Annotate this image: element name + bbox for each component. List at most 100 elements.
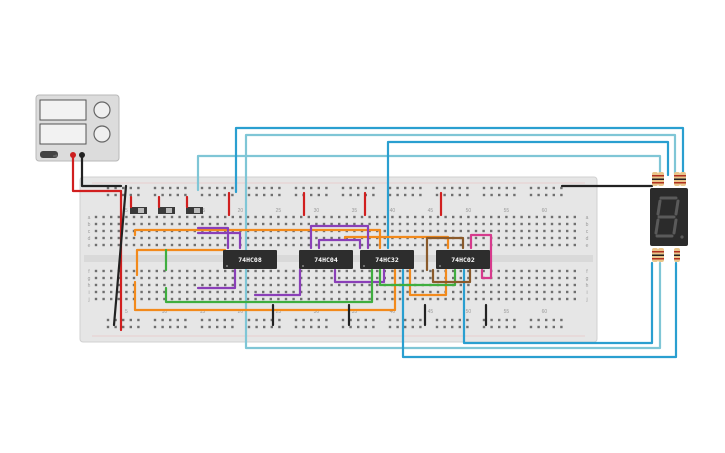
breadboard-hole[interactable] [560, 325, 563, 329]
breadboard-hole[interactable] [201, 222, 204, 226]
breadboard-hole[interactable] [376, 283, 379, 287]
breadboard-hole[interactable] [550, 283, 554, 287]
breadboard-hole[interactable] [110, 269, 113, 273]
breadboard-hole[interactable] [398, 243, 402, 247]
breadboard-hole[interactable] [129, 318, 132, 322]
breadboard-hole[interactable] [512, 229, 516, 233]
breadboard-hole[interactable] [184, 318, 187, 322]
breadboard-hole[interactable] [140, 215, 143, 219]
breadboard-hole[interactable] [200, 186, 204, 190]
breadboard-hole[interactable] [376, 276, 379, 280]
breadboard-hole[interactable] [528, 290, 531, 294]
breadboard-hole[interactable] [178, 269, 181, 273]
breadboard-hole[interactable] [421, 229, 424, 233]
breadboard-hole[interactable] [284, 269, 288, 273]
breadboard-hole[interactable] [216, 215, 219, 219]
breadboard-hole[interactable] [208, 243, 212, 247]
breadboard-hole[interactable] [543, 269, 546, 273]
breadboard-hole[interactable] [490, 193, 493, 197]
breadboard-hole[interactable] [368, 283, 371, 287]
breadboard-hole[interactable] [357, 325, 360, 329]
breadboard-hole[interactable] [155, 290, 158, 294]
breadboard-hole[interactable] [277, 236, 280, 240]
breadboard-hole[interactable] [224, 290, 227, 294]
breadboard-hole[interactable] [262, 236, 265, 240]
breadboard-hole[interactable] [436, 243, 440, 247]
chip-74hc02[interactable]: 74HC02 [436, 250, 490, 269]
breadboard-hole[interactable] [155, 236, 158, 240]
breadboard-hole[interactable] [474, 222, 478, 226]
breadboard-hole[interactable] [436, 222, 440, 226]
breadboard-hole[interactable] [193, 243, 196, 247]
breadboard-hole[interactable] [278, 193, 281, 197]
breadboard-hole[interactable] [421, 243, 424, 247]
breadboard-hole[interactable] [231, 193, 234, 197]
breadboard-hole[interactable] [310, 193, 313, 197]
breadboard-hole[interactable] [178, 222, 181, 226]
breadboard-hole[interactable] [543, 276, 546, 280]
breadboard-hole[interactable] [110, 215, 113, 219]
breadboard-hole[interactable] [269, 236, 272, 240]
breadboard-hole[interactable] [178, 236, 181, 240]
breadboard-hole[interactable] [193, 215, 196, 219]
breadboard-hole[interactable] [429, 243, 432, 247]
wire-purple-2[interactable] [196, 268, 237, 290]
breadboard-hole[interactable] [391, 297, 394, 301]
breadboard-hole[interactable] [368, 276, 371, 280]
breadboard-hole[interactable] [467, 269, 470, 273]
breadboard-hole[interactable] [391, 222, 394, 226]
breadboard-hole[interactable] [163, 269, 166, 273]
breadboard-hole[interactable] [269, 290, 272, 294]
breadboard-hole[interactable] [550, 243, 554, 247]
wire-green-3[interactable] [378, 268, 457, 287]
breadboard-hole[interactable] [535, 215, 538, 219]
breadboard-hole[interactable] [330, 243, 333, 247]
breadboard-hole[interactable] [137, 325, 140, 329]
breadboard-hole[interactable] [558, 215, 561, 219]
breadboard-hole[interactable] [451, 186, 454, 190]
breadboard-hole[interactable] [451, 325, 454, 329]
breadboard-hole[interactable] [558, 236, 561, 240]
breadboard-hole[interactable] [170, 243, 174, 247]
breadboard-hole[interactable] [254, 283, 257, 287]
breadboard-hole[interactable] [125, 243, 128, 247]
breadboard-hole[interactable] [419, 193, 422, 197]
breadboard-hole[interactable] [398, 229, 402, 233]
breadboard-hole[interactable] [338, 215, 341, 219]
breadboard-hole[interactable] [474, 243, 478, 247]
breadboard-hole[interactable] [459, 290, 462, 294]
breadboard-hole[interactable] [292, 243, 295, 247]
breadboard-hole[interactable] [535, 222, 538, 226]
wire-orange-3[interactable] [133, 268, 397, 312]
breadboard-hole[interactable] [497, 269, 500, 273]
breadboard-hole[interactable] [193, 236, 196, 240]
breadboard-hole[interactable] [349, 325, 352, 329]
breadboard-hole[interactable] [315, 215, 318, 219]
breadboard-hole[interactable] [529, 318, 533, 322]
breadboard-hole[interactable] [482, 236, 485, 240]
breadboard-hole[interactable] [498, 193, 501, 197]
wire-lightblue-bottom[interactable] [244, 203, 662, 350]
breadboard-hole[interactable] [292, 276, 295, 280]
breadboard-hole[interactable] [223, 325, 226, 329]
breadboard-hole[interactable] [277, 222, 280, 226]
breadboard-hole[interactable] [537, 186, 540, 190]
breadboard-hole[interactable] [421, 290, 424, 294]
breadboard-hole[interactable] [137, 193, 140, 197]
breadboard-hole[interactable] [368, 243, 371, 247]
breadboard-hole[interactable] [458, 318, 461, 322]
breadboard-hole[interactable] [520, 290, 523, 294]
breadboard-hole[interactable] [528, 276, 531, 280]
breadboard-hole[interactable] [398, 290, 402, 294]
breadboard-hole[interactable] [482, 283, 485, 287]
breadboard-hole[interactable] [566, 297, 569, 301]
breadboard-hole[interactable] [391, 229, 394, 233]
breadboard-hole[interactable] [140, 290, 143, 294]
breadboard-hole[interactable] [292, 236, 295, 240]
breadboard-hole[interactable] [247, 186, 251, 190]
breadboard-hole[interactable] [200, 318, 204, 322]
breadboard-hole[interactable] [110, 243, 113, 247]
breadboard-hole[interactable] [353, 283, 356, 287]
breadboard-hole[interactable] [528, 229, 531, 233]
breadboard-hole[interactable] [411, 186, 414, 190]
